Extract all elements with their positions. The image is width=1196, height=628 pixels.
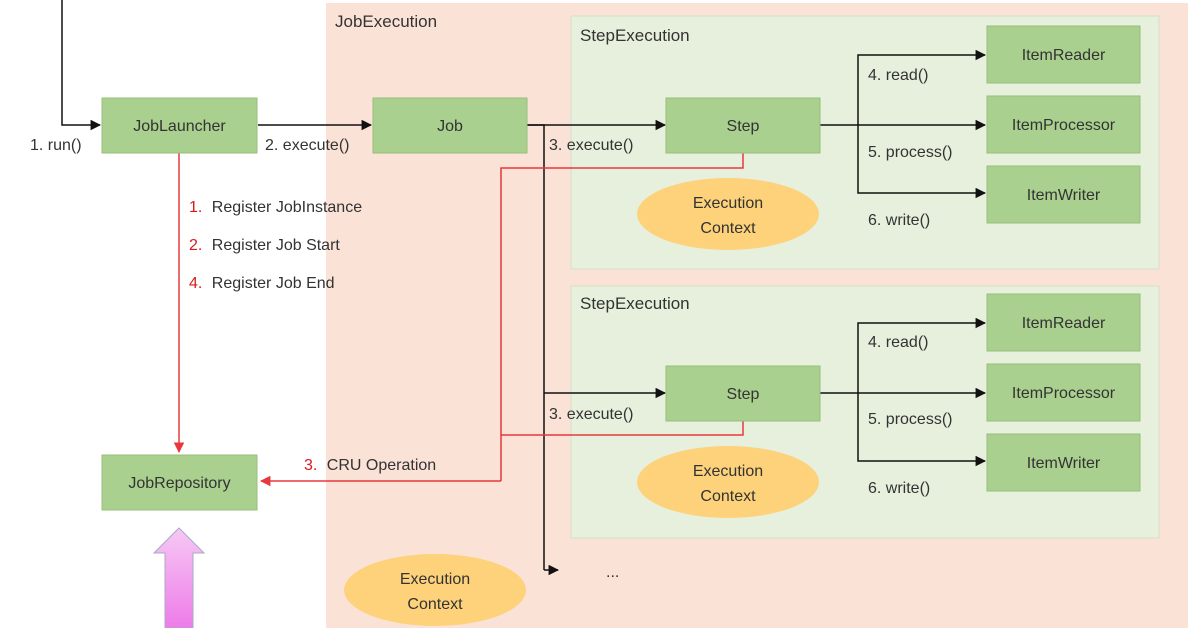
- process-call-label-1: 5. process(): [868, 144, 952, 161]
- step-execute-label-1: 3. execute(): [549, 137, 633, 154]
- register-text-1: Register JobInstance: [212, 199, 362, 216]
- item-processor-node-1[interactable]: ItemProcessor: [986, 95, 1141, 154]
- execute-label: 2. execute(): [265, 137, 349, 154]
- register-job-end-label: 4. Register Job End: [189, 275, 335, 292]
- write-call-label-1: 6. write(): [868, 212, 930, 229]
- register-num-2: 2.: [189, 237, 202, 254]
- step-label-1: Step: [727, 118, 760, 135]
- job-repository-node[interactable]: JobRepository: [101, 454, 258, 511]
- control-flow-lines: [61, 0, 987, 576]
- read-call-label-1: 4. read(): [868, 67, 928, 84]
- job-node[interactable]: Job: [372, 97, 528, 154]
- execution-context-job-line1: Execution: [400, 571, 470, 588]
- job-label: Job: [437, 118, 463, 135]
- item-reader-node-2[interactable]: ItemReader: [986, 293, 1141, 352]
- cru-operation-label: 3. CRU Operation: [304, 457, 436, 474]
- step-node-2[interactable]: Step: [665, 365, 821, 422]
- execution-context-step-1: Execution Context: [637, 178, 819, 250]
- cru-text: CRU Operation: [327, 457, 436, 474]
- execution-context-step-1-line1: Execution: [693, 195, 763, 212]
- step-execution-label-1: StepExecution: [580, 26, 690, 45]
- register-job-start-label: 2. Register Job Start: [189, 237, 340, 254]
- register-num-3: 4.: [189, 275, 202, 292]
- execution-context-step-2: Execution Context: [637, 446, 819, 518]
- ellipsis-label: ...: [606, 564, 619, 581]
- register-num-1: 1.: [189, 199, 202, 216]
- register-text-2: Register Job Start: [212, 237, 341, 254]
- step-label-2: Step: [727, 386, 760, 403]
- step-execute-label-2: 3. execute(): [549, 406, 633, 423]
- execution-context-step-2-line2: Context: [700, 488, 756, 505]
- up-arrow-icon: [152, 527, 206, 628]
- run-label: 1. run(): [30, 137, 82, 154]
- process-call-label-2: 5. process(): [868, 411, 952, 428]
- execution-context-step-2-line1: Execution: [693, 463, 763, 480]
- item-reader-node-1[interactable]: ItemReader: [986, 25, 1141, 84]
- item-reader-label-2: ItemReader: [1022, 315, 1106, 332]
- job-execution-label: JobExecution: [335, 12, 437, 31]
- item-writer-node-2[interactable]: ItemWriter: [986, 433, 1141, 492]
- item-writer-node-1[interactable]: ItemWriter: [986, 165, 1141, 224]
- execution-context-job: Execution Context: [344, 554, 526, 626]
- register-job-instance-label: 1. Register JobInstance: [189, 199, 362, 216]
- execution-context-job-line2: Context: [407, 596, 463, 613]
- item-reader-label-1: ItemReader: [1022, 47, 1106, 64]
- cru-num: 3.: [304, 457, 317, 474]
- job-launcher-label: JobLauncher: [133, 118, 226, 135]
- step-node-1[interactable]: Step: [665, 97, 821, 154]
- repository-flow-lines: [173, 153, 744, 487]
- item-writer-label-2: ItemWriter: [1027, 455, 1101, 472]
- step-execution-label-2: StepExecution: [580, 294, 690, 313]
- job-repository-label: JobRepository: [128, 475, 230, 492]
- item-processor-label-1: ItemProcessor: [1012, 117, 1116, 134]
- item-processor-label-2: ItemProcessor: [1012, 385, 1116, 402]
- execution-context-step-1-line2: Context: [700, 220, 756, 237]
- job-launcher-node[interactable]: JobLauncher: [101, 97, 258, 154]
- item-writer-label-1: ItemWriter: [1027, 187, 1101, 204]
- read-call-label-2: 4. read(): [868, 334, 928, 351]
- write-call-label-2: 6. write(): [868, 480, 930, 497]
- register-text-3: Register Job End: [212, 275, 335, 292]
- item-processor-node-2[interactable]: ItemProcessor: [986, 363, 1141, 422]
